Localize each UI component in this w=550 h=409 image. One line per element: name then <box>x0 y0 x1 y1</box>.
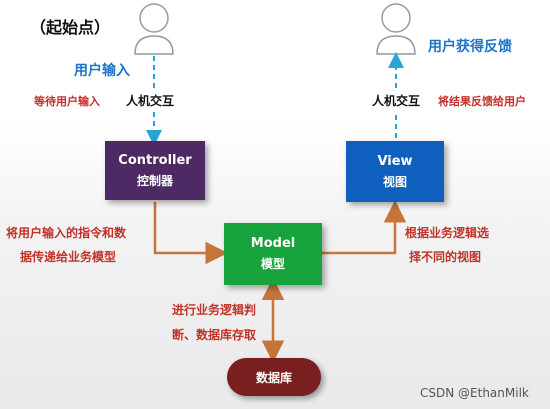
controller-title: Controller <box>118 152 192 168</box>
database-node: 数据库 <box>227 358 321 396</box>
database-label: 数据库 <box>255 370 292 385</box>
model-subtitle: 模型 <box>260 257 285 271</box>
start-point-title: （起始点） <box>30 18 111 37</box>
controller-model-note-2: 据传递给业务模型 <box>20 250 117 264</box>
model-db-note-1: 进行业务逻辑判 <box>172 303 257 317</box>
user-input-label: 用户输入 <box>74 63 130 79</box>
view-subtitle: 视图 <box>382 174 407 189</box>
model-title: Model <box>250 236 296 251</box>
model-box: Model 模型 <box>224 223 322 285</box>
watermark: CSDN @EthanMilk <box>420 386 529 400</box>
view-title: View <box>377 153 413 169</box>
user-icon-left <box>134 3 174 55</box>
model-db-note-2: 断、数据库存取 <box>172 328 257 342</box>
model-view-note-1: 根据业务逻辑选 <box>405 226 490 240</box>
interaction-label-right: 人机交互 <box>372 94 421 108</box>
interaction-label-left: 人机交互 <box>126 94 175 108</box>
controller-model-note-1: 将用户输入的指令和数 <box>6 226 127 240</box>
view-box: View 视图 <box>346 141 444 202</box>
controller-subtitle: 控制器 <box>136 173 173 188</box>
user-feedback-label: 用户获得反馈 <box>428 39 512 55</box>
model-view-note-2: 择不同的视图 <box>409 250 482 264</box>
wait-input-label: 等待用户输入 <box>34 95 100 108</box>
feedback-label: 将结果反馈给用户 <box>438 95 526 108</box>
user-icon-right <box>376 3 416 55</box>
controller-box: Controller 控制器 <box>105 141 205 200</box>
